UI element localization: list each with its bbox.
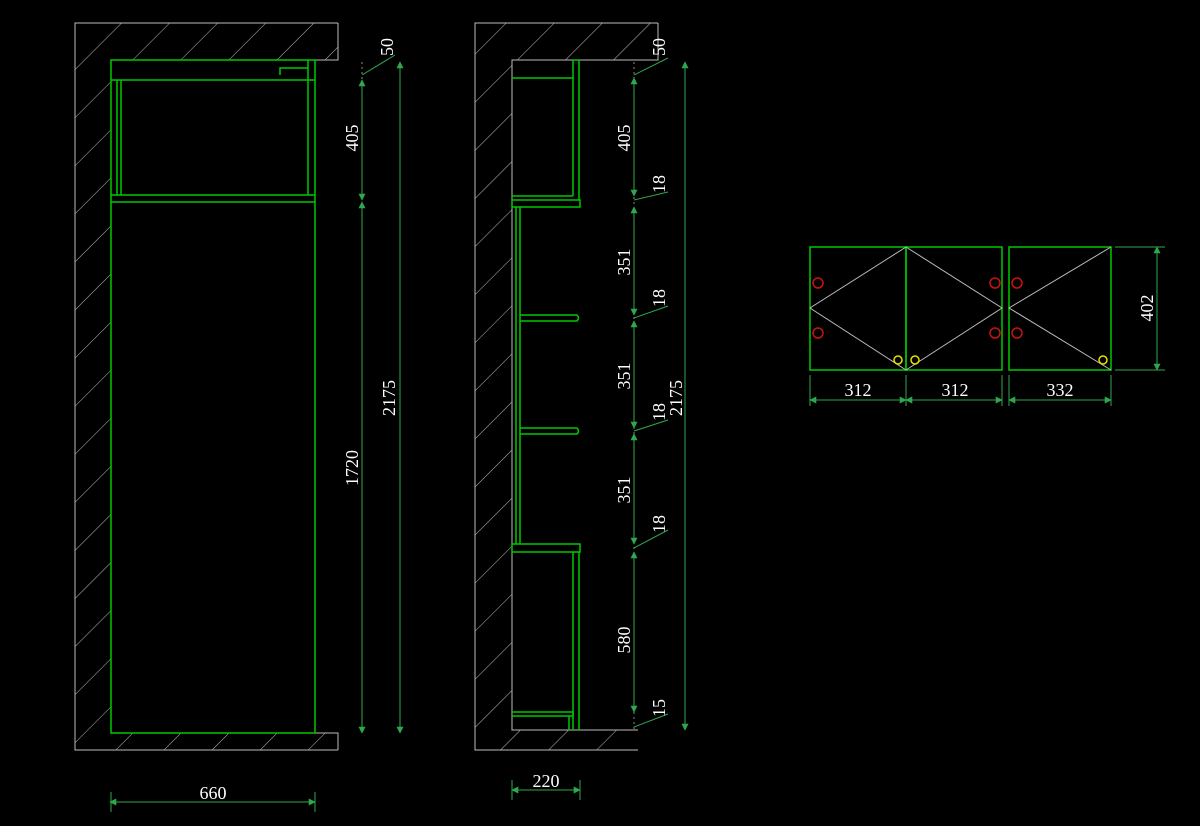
front-upper-cabinet-label: 405 <box>342 125 362 152</box>
side-board-2-label: 18 <box>649 289 669 307</box>
side-view: 50 405 18 351 18 351 18 351 18 580 15 21… <box>474 22 689 800</box>
door-3-width-label: 332 <box>1047 380 1074 400</box>
side-total-height-label: 2175 <box>666 380 686 416</box>
front-total-height-label: 2175 <box>379 380 399 416</box>
side-board-1-label: 18 <box>649 175 669 193</box>
hinge-markers <box>812 277 1023 339</box>
side-shelf-gap-2-label: 351 <box>614 363 634 390</box>
front-view: 50 405 1720 2175 660 <box>74 22 404 812</box>
side-cabinet <box>511 59 581 730</box>
side-shelf-gap-1-label: 351 <box>614 249 634 276</box>
side-plinth-label: 15 <box>649 699 669 717</box>
side-bottom-cabinet-label: 580 <box>614 627 634 654</box>
front-dimensions <box>109 54 404 812</box>
side-board-3-label: 18 <box>649 403 669 421</box>
side-upper-cabinet-label: 405 <box>614 125 634 152</box>
side-top-gap-label: 50 <box>649 38 669 56</box>
side-dimensions <box>511 57 689 800</box>
side-board-4-label: 18 <box>649 515 669 533</box>
side-depth-label: 220 <box>533 771 560 791</box>
door-2-width-label: 312 <box>942 380 969 400</box>
front-wall <box>74 22 339 751</box>
front-top-gap-label: 50 <box>377 38 397 56</box>
door-elevation: 312 312 332 402 <box>809 246 1165 406</box>
door-height-label: 402 <box>1137 295 1157 322</box>
door-panels <box>809 246 1112 371</box>
side-wall <box>474 22 659 751</box>
door-opening-lines <box>809 246 1112 371</box>
door-1-width-label: 312 <box>845 380 872 400</box>
side-shelf-gap-3-label: 351 <box>614 477 634 504</box>
front-lower-cabinet-label: 1720 <box>342 450 362 486</box>
front-width-label: 660 <box>200 783 227 803</box>
handle-markers <box>893 355 1108 365</box>
front-cabinet <box>110 59 316 734</box>
door-dimensions <box>809 246 1165 406</box>
